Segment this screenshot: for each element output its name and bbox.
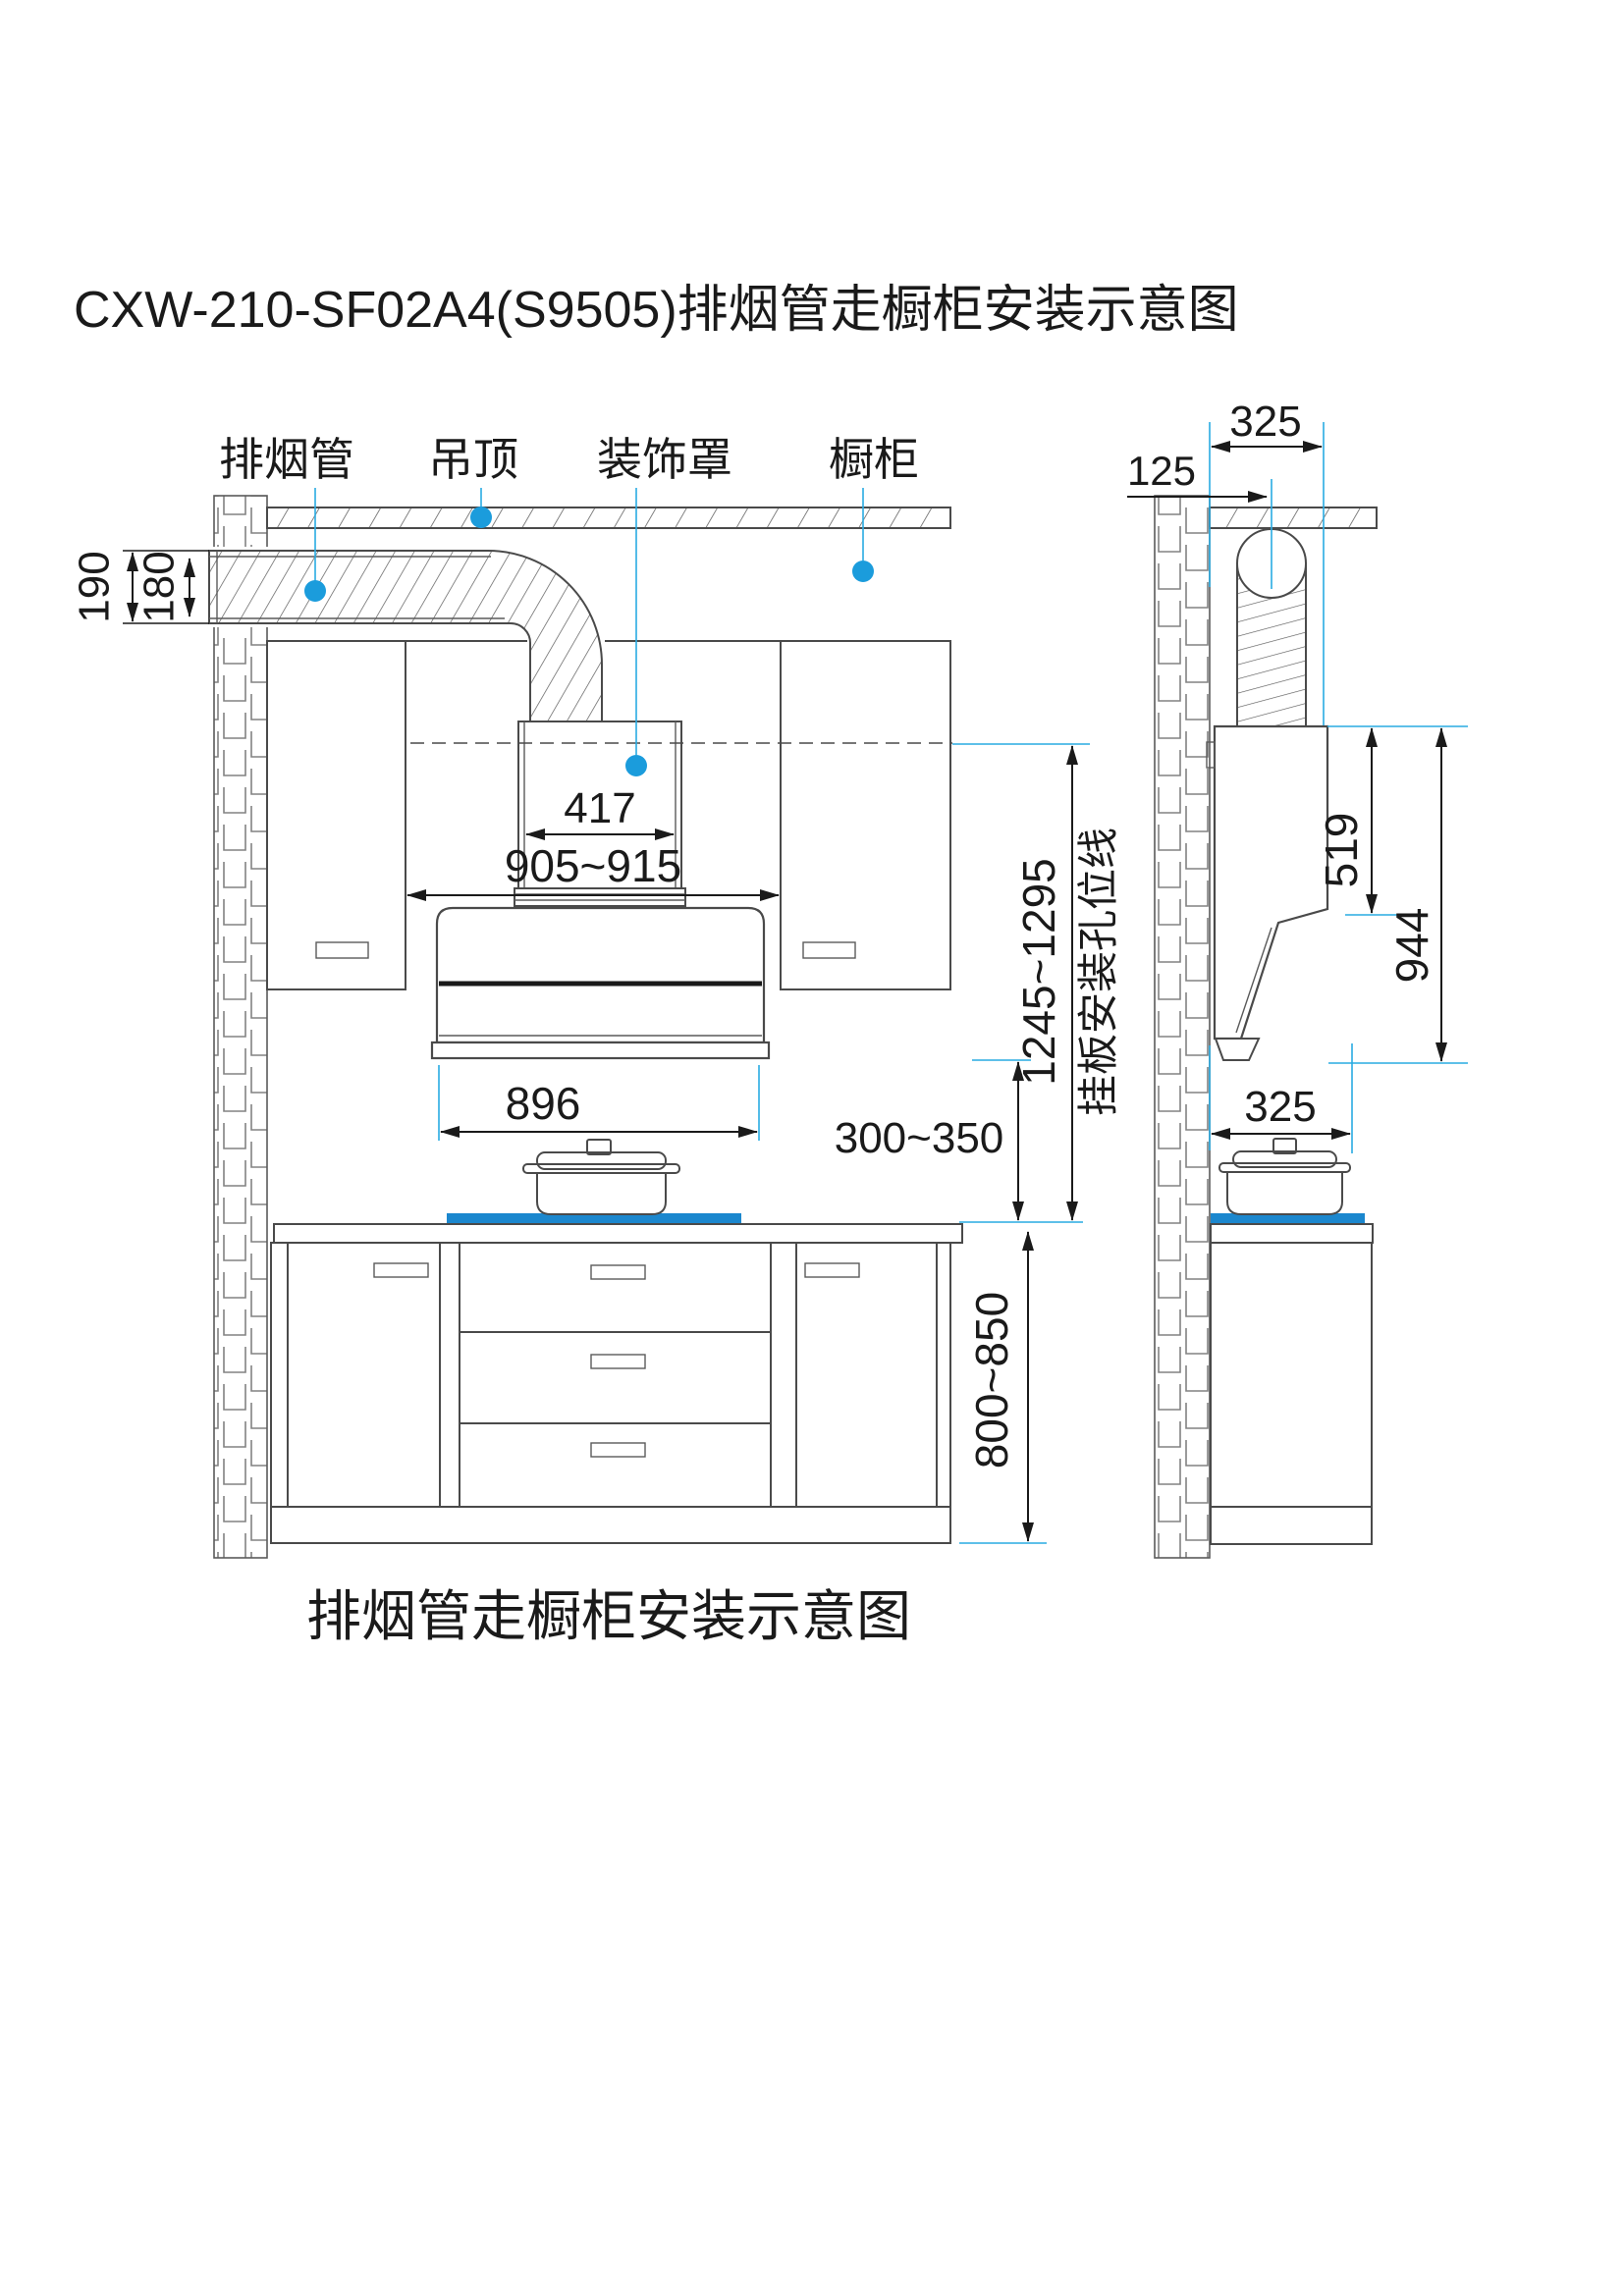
dim-325-top: 325 — [1229, 398, 1301, 446]
dim-417: 417 — [564, 784, 635, 832]
leader-dot-cabinet — [852, 561, 874, 582]
dim-180: 180 — [135, 551, 184, 622]
dim-800-group: 800~850 — [959, 1231, 1047, 1544]
countertop-side — [1210, 1223, 1374, 1244]
pot-side — [1218, 1138, 1351, 1215]
hood-outlet-foot — [1214, 1038, 1261, 1061]
page-title: CXW-210-SF02A4(S9505)排烟管走橱柜安装示意图 — [74, 282, 1239, 339]
mount-hole-note: 挂板安装孔位线 — [1075, 828, 1121, 1116]
dim-896-group: 896 — [438, 1065, 760, 1141]
upper-cabinets — [266, 640, 951, 990]
dim-125: 125 — [1127, 448, 1196, 494]
counter-front — [273, 1213, 963, 1244]
front-wall — [213, 495, 268, 1559]
pot-front — [522, 1139, 680, 1215]
dim-1245-1295: 1245~1295 — [1013, 858, 1064, 1086]
dim-325-top-group: 325 — [1209, 398, 1325, 725]
dim-800-850: 800~850 — [966, 1292, 1017, 1468]
dim-190: 190 — [71, 551, 119, 622]
dim-905-915: 905~915 — [505, 840, 681, 891]
cabinet-handle — [802, 941, 856, 959]
toe-kick-side — [1210, 1506, 1373, 1545]
dim-190-180: 190 180 — [71, 550, 209, 624]
countertop-front — [273, 1223, 963, 1244]
side-wall — [1154, 495, 1211, 1559]
dim-325-bottom: 325 — [1244, 1083, 1316, 1131]
label-ceiling: 吊顶 — [428, 434, 518, 485]
leader-dot-ceiling — [470, 507, 492, 528]
dim-905-group: 905~915 — [406, 840, 780, 901]
wall-hook — [1206, 741, 1216, 769]
dim-417-group: 417 — [525, 784, 675, 840]
dim-896: 896 — [506, 1078, 581, 1129]
base-cabinet-side — [1210, 1242, 1373, 1508]
drawer-handle — [590, 1264, 646, 1280]
dim-519-944-group: 519 944 — [1316, 725, 1468, 1064]
counter-side — [1210, 1213, 1374, 1545]
cooktop-side — [1211, 1213, 1365, 1224]
door-handle — [804, 1262, 860, 1278]
front-ceiling — [266, 507, 951, 529]
dim-944: 944 — [1386, 908, 1437, 984]
range-hood-front — [430, 906, 771, 1060]
dim-1245-group: 1245~1295 挂板安装孔位线 — [1013, 745, 1121, 1221]
label-cover: 装饰罩 — [597, 434, 732, 485]
dim-300-350: 300~350 — [835, 1114, 1004, 1162]
dim-125-group: 125 — [1127, 448, 1272, 589]
cabinet-handle — [315, 941, 369, 959]
front-view: 排烟管 吊顶 装饰罩 橱柜 190 180 417 — [71, 434, 1121, 1647]
leader-dot-cover — [625, 755, 647, 776]
label-exhaust-pipe: 排烟管 — [219, 434, 354, 485]
cooktop-front — [447, 1213, 741, 1224]
base-cabinet-front — [270, 1242, 951, 1544]
leader-dot-pipe — [304, 580, 326, 602]
drawer-handle — [590, 1442, 646, 1458]
hood-bottom-panel — [430, 1041, 771, 1060]
dim-300-group: 300~350 — [835, 1059, 1083, 1223]
component-labels: 排烟管 吊顶 装饰罩 橱柜 — [219, 434, 919, 776]
dim-325-bottom-group: 325 — [1209, 1043, 1353, 1153]
drawer-handle — [590, 1354, 646, 1369]
upper-cabinet-right — [780, 640, 951, 990]
range-hood-side — [1206, 724, 1329, 1061]
door-handle — [373, 1262, 429, 1278]
label-cabinet: 橱柜 — [829, 434, 919, 485]
dim-519: 519 — [1316, 813, 1367, 888]
side-view: 325 125 519 944 325 — [1127, 398, 1468, 1559]
toe-kick — [270, 1506, 951, 1544]
upper-cabinet-left — [266, 640, 406, 990]
caption: 排烟管走橱柜安装示意图 — [306, 1585, 911, 1647]
side-ceiling — [1209, 507, 1378, 529]
